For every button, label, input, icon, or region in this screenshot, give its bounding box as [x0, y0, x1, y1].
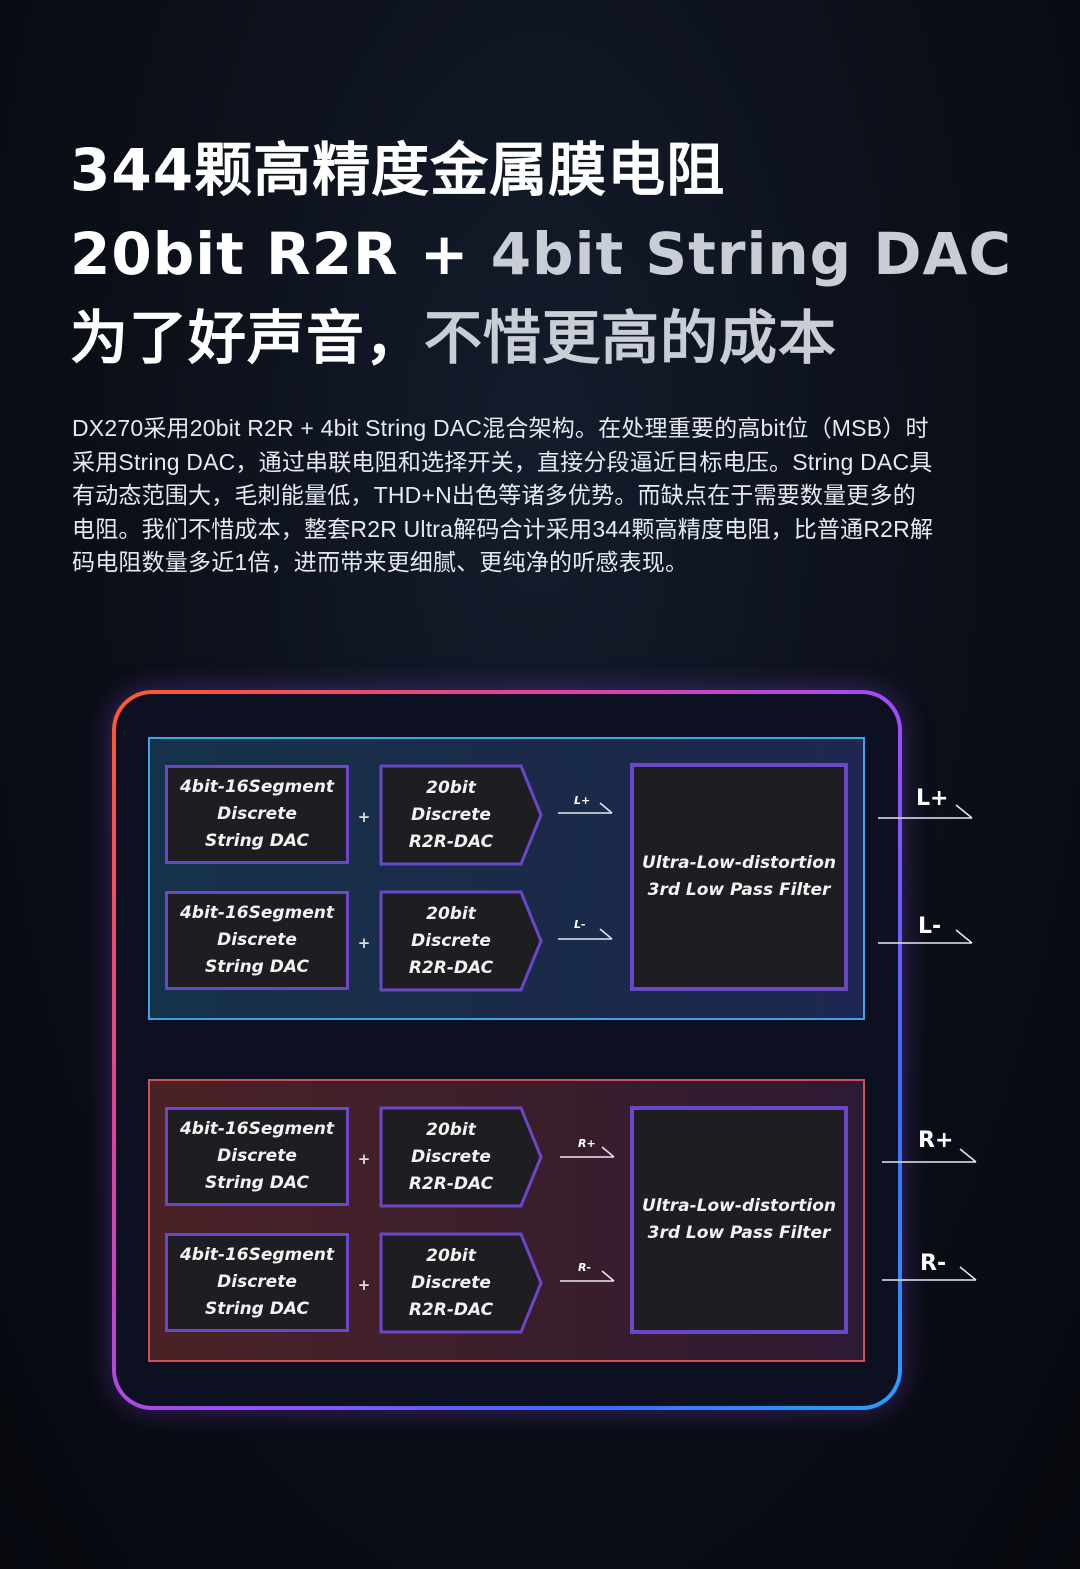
output-arrow-icon — [878, 929, 973, 944]
r2r-dac-line2: Discrete — [411, 805, 491, 825]
string-dac-label: 4bit-16Segment Discrete String DAC — [180, 774, 334, 855]
headline: 344颗高精度金属膜电阻 20bit R2R + 4bit String DAC… — [70, 128, 1030, 380]
r2r-dac-line3: R2R-DAC — [408, 1300, 494, 1320]
plus-sign: + — [357, 934, 371, 952]
r2r-dac-line2: Discrete — [411, 1147, 491, 1167]
string-dac-block: 4bit-16Segment Discrete String DAC — [165, 891, 349, 990]
output-arrow-icon — [882, 1266, 977, 1281]
r2r-dac-block — [379, 890, 543, 992]
description-line: DX270采用20bit R2R + 4bit String DAC混合架构。在… — [72, 415, 929, 441]
string-dac-label: 4bit-16Segment Discrete String DAC — [180, 1242, 334, 1323]
string-dac-line1: 4bit-16Segment — [179, 1119, 335, 1139]
r2r-dac-block — [379, 1232, 543, 1334]
headline-line-2-part1: 20bit R2R + — [70, 220, 491, 288]
filter-line1: Ultra-Low-distortion — [642, 853, 836, 873]
plus-sign: + — [357, 1150, 371, 1168]
low-pass-filter-label: Ultra-Low-distortion 3rd Low Pass Filter — [642, 850, 836, 904]
string-dac-label: 4bit-16Segment Discrete String DAC — [180, 1116, 334, 1197]
low-pass-filter-block: Ultra-Low-distortion 3rd Low Pass Filter — [630, 763, 848, 991]
output-label-l-minus: L- — [918, 914, 942, 939]
description-line: 有动态范围大，毛刺能量低，THD+N出色等诸多优势。而缺点在于需要数量更多的 — [72, 482, 916, 508]
filter-line1: Ultra-Low-distortion — [642, 1196, 836, 1216]
r2r-dac-line1: 20bit — [426, 1120, 476, 1140]
string-dac-line1: 4bit-16Segment — [179, 777, 335, 797]
string-dac-line2: Discrete — [217, 804, 297, 824]
string-dac-line2: Discrete — [217, 1272, 297, 1292]
plus-sign: + — [357, 808, 371, 826]
r2r-dac-line3: R2R-DAC — [408, 1174, 494, 1194]
arrow-icon — [560, 1146, 615, 1158]
r2r-dac-line3: R2R-DAC — [408, 832, 494, 852]
headline-line-3: 为了好声音，不惜更高的成本 — [70, 296, 1030, 380]
output-label-r-minus: R- — [920, 1251, 947, 1276]
filter-line2: 3rd Low Pass Filter — [647, 1223, 831, 1243]
string-dac-line1: 4bit-16Segment — [179, 1245, 335, 1265]
low-pass-filter-block: Ultra-Low-distortion 3rd Low Pass Filter — [630, 1106, 848, 1334]
string-dac-label: 4bit-16Segment Discrete String DAC — [180, 900, 334, 981]
description-line: 电阻。我们不惜成本，整套R2R Ultra解码合计采用344颗高精度电阻，比普通… — [72, 515, 934, 542]
string-dac-block: 4bit-16Segment Discrete String DAC — [165, 1233, 349, 1332]
r2r-dac-line2: Discrete — [411, 1273, 491, 1293]
headline-line-3-part2: 不惜更高的成本 — [424, 304, 838, 372]
string-dac-line1: 4bit-16Segment — [179, 903, 335, 923]
arrow-icon — [560, 1270, 615, 1282]
description-line: 码电阻数量多近1倍，进而带来更细腻、更纯净的听感表现。 — [72, 549, 689, 575]
description: DX270采用20bit R2R + 4bit String DAC混合架构。在… — [72, 412, 1012, 580]
headline-line-1: 344颗高精度金属膜电阻 — [70, 128, 1030, 212]
r2r-dac-line1: 20bit — [426, 778, 476, 798]
headline-line-3-part1: 为了好声音， — [70, 304, 425, 372]
headline-line-1-text: 344颗高精度金属膜电阻 — [70, 136, 726, 204]
r2r-dac-label: 20bit Discrete R2R-DAC — [381, 1117, 521, 1198]
headline-line-2-part2: 4bit String DAC — [490, 220, 1012, 288]
r2r-dac-label: 20bit Discrete R2R-DAC — [381, 901, 521, 982]
output-label-r-plus: R+ — [918, 1128, 954, 1153]
string-dac-line2: Discrete — [217, 1146, 297, 1166]
r2r-dac-line3: R2R-DAC — [408, 958, 494, 978]
string-dac-block: 4bit-16Segment Discrete String DAC — [165, 765, 349, 864]
string-dac-line3: String DAC — [205, 1299, 309, 1319]
r2r-dac-line1: 20bit — [426, 1246, 476, 1266]
r2r-dac-line1: 20bit — [426, 904, 476, 924]
string-dac-line2: Discrete — [217, 930, 297, 950]
r2r-dac-block — [379, 1106, 543, 1208]
string-dac-line3: String DAC — [205, 1173, 309, 1193]
signal-label-r-minus: R- — [578, 1261, 592, 1274]
filter-line2: 3rd Low Pass Filter — [647, 880, 831, 900]
signal-label-r-plus: R+ — [578, 1137, 596, 1150]
string-dac-line3: String DAC — [205, 957, 309, 977]
r2r-dac-block — [379, 764, 543, 866]
arrow-icon — [558, 802, 613, 814]
output-arrow-icon — [878, 804, 973, 819]
r2r-dac-label: 20bit Discrete R2R-DAC — [381, 1243, 521, 1324]
signal-label-l-minus: L- — [574, 918, 586, 931]
plus-sign: + — [357, 1276, 371, 1294]
string-dac-block: 4bit-16Segment Discrete String DAC — [165, 1107, 349, 1206]
headline-line-2: 20bit R2R + 4bit String DAC — [70, 212, 1030, 296]
r2r-dac-label: 20bit Discrete R2R-DAC — [381, 775, 521, 856]
output-label-l-plus: L+ — [916, 786, 949, 811]
signal-label-l-plus: L+ — [574, 794, 591, 807]
description-line: 采用String DAC，通过串联电阻和选择开关，直接分段逼近目标电压。Stri… — [72, 448, 933, 475]
low-pass-filter-label: Ultra-Low-distortion 3rd Low Pass Filter — [642, 1193, 836, 1247]
string-dac-line3: String DAC — [205, 831, 309, 851]
arrow-icon — [558, 928, 613, 940]
output-arrow-icon — [882, 1148, 977, 1163]
r2r-dac-line2: Discrete — [411, 931, 491, 951]
